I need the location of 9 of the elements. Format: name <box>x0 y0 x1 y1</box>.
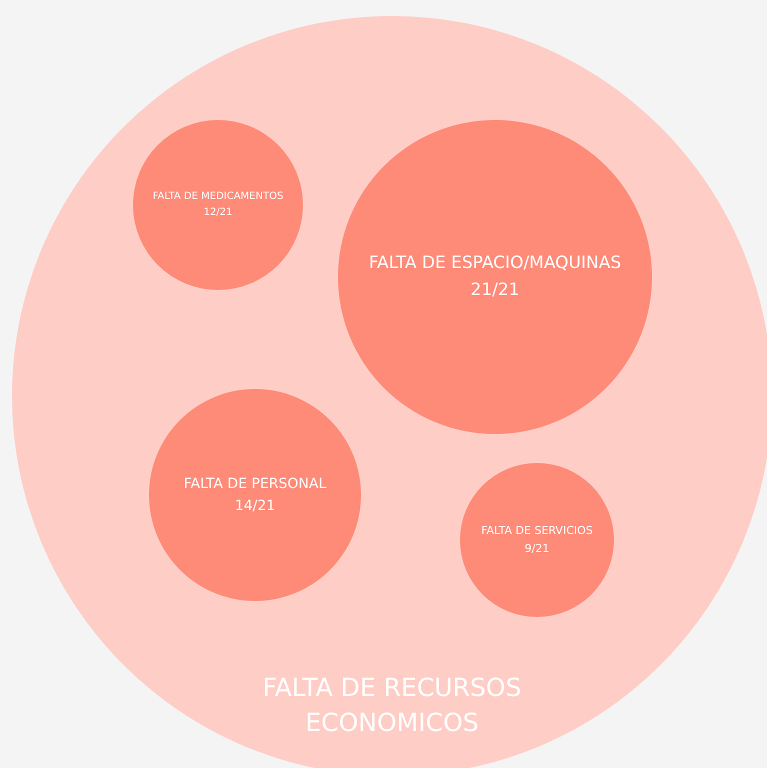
count-label: 12/21 <box>204 206 232 220</box>
category-label: FALTA DE ESPACIO/MAQUINAS <box>368 252 622 275</box>
category-label: FALTA DE PERSONAL <box>184 474 326 494</box>
category-label: FALTA DE MEDICAMENTOS <box>152 190 284 204</box>
group-label: FALTA DE RECURSOS ECONOMICOS <box>262 672 522 739</box>
count-label: 21/21 <box>470 279 520 302</box>
count-label: 14/21 <box>234 497 276 516</box>
category-label: FALTA DE SERVICIOS <box>481 523 593 540</box>
count-label: 9/21 <box>524 541 550 557</box>
